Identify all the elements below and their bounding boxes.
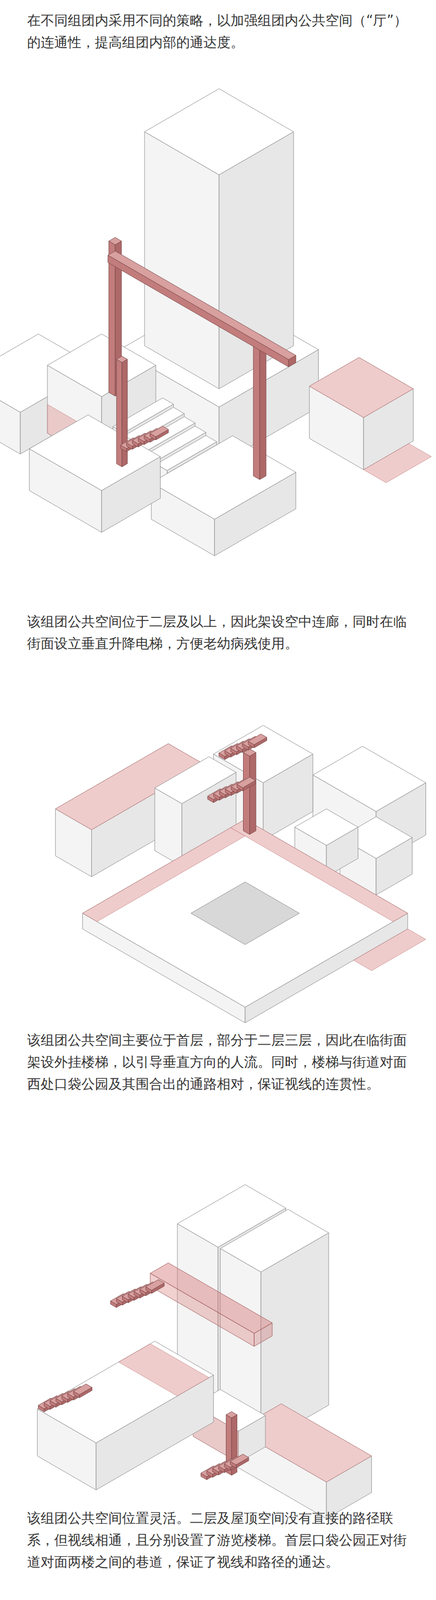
building-roof (229, 1453, 249, 1465)
building-roof (82, 818, 408, 1007)
building-roof (145, 1278, 165, 1290)
building-roof (309, 357, 414, 418)
building-roof (312, 745, 427, 811)
building-face (249, 752, 257, 834)
building-roof (47, 333, 156, 397)
public-space-zone (118, 1342, 210, 1396)
building-roof (150, 1262, 273, 1333)
building-roof (116, 356, 128, 363)
building-roof (236, 776, 256, 788)
description-text: 该组团公共空间位置灵活。二层及屋顶空间没有直接的路径联系，但视线相通，且分别设置… (27, 1506, 416, 1572)
building-roof (151, 435, 296, 519)
building-face (243, 752, 250, 834)
cluster-3-axonometric (37, 1183, 372, 1518)
building-roof (144, 88, 294, 175)
description-text: 在不同组团内采用不同的策略，以加强组团内公共空间（“厅”）的连通性，提高组团内部… (27, 9, 416, 54)
building-roof (294, 808, 358, 845)
building-roof (109, 237, 122, 245)
public-space-zone (363, 443, 432, 483)
building-face (116, 359, 122, 467)
building-face (259, 337, 266, 480)
building-roof (248, 733, 268, 745)
cluster-2-axonometric (55, 724, 426, 1023)
building-roof (150, 426, 169, 438)
building-roof (226, 1410, 238, 1417)
building-roof (37, 1340, 214, 1443)
public-space-zone (353, 928, 427, 971)
public-space-zone (309, 357, 414, 418)
building-roof (220, 1208, 329, 1272)
building-roof (107, 250, 296, 360)
description-text: 该组团公共空间主要位于首层，部分于二层三层，因此在临街面架设外挂楼梯，以引导垂直… (27, 1028, 416, 1095)
building-roof (73, 1383, 93, 1395)
building-roof (154, 756, 237, 804)
description-text: 该组团公共空间位于二层及以上，因此架设空中连廊，同时在临街面设立垂直升降电梯，方… (27, 610, 416, 654)
courtyard (190, 881, 300, 944)
building-face (144, 131, 220, 390)
building-roof (29, 414, 161, 491)
cluster-1-axonometric (0, 88, 432, 556)
building-face (107, 255, 289, 367)
building-face (253, 337, 260, 480)
